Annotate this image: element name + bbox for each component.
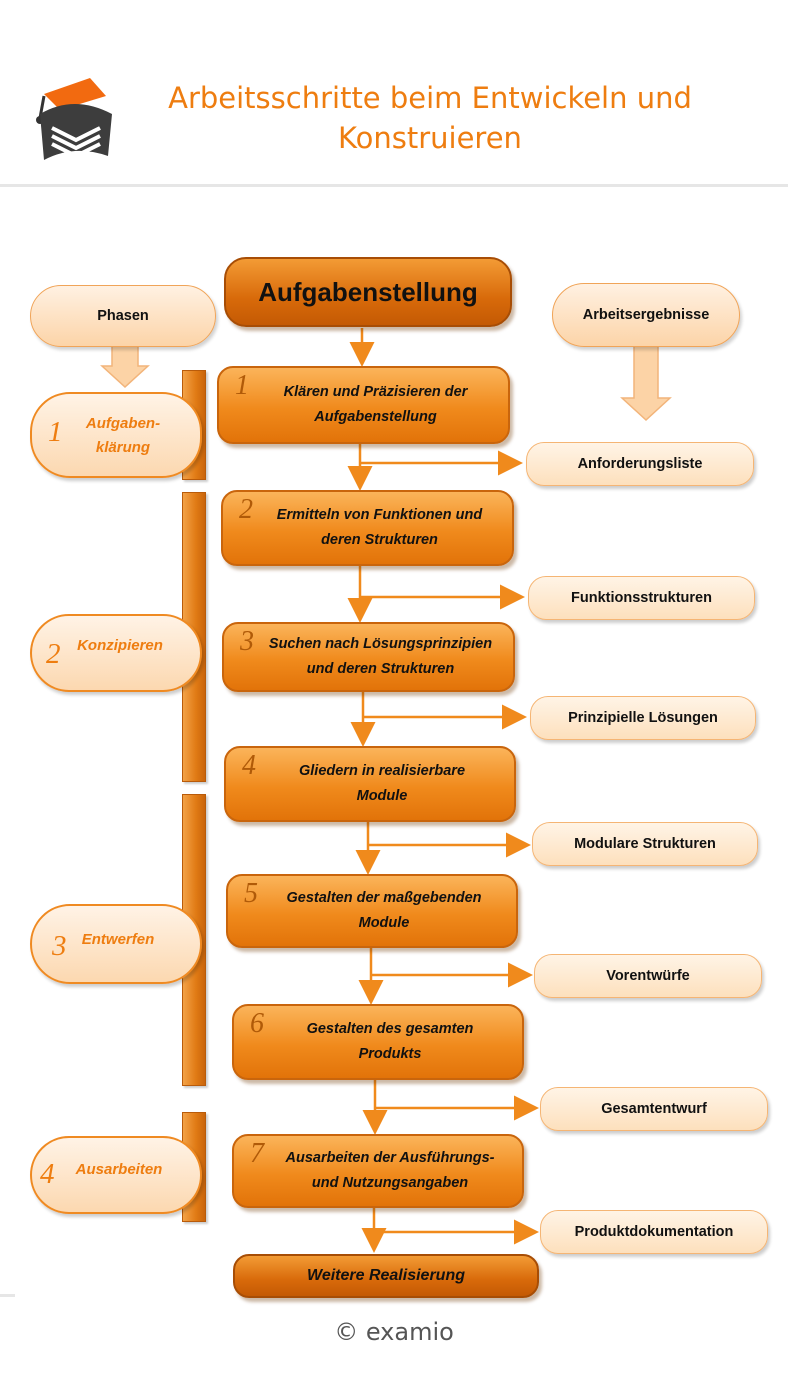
result-6: Gesamtentwurf xyxy=(540,1087,768,1131)
footer-divider xyxy=(0,1294,15,1297)
phase-1-aufgabenklaerung: 1 Aufgaben-klärung xyxy=(30,392,202,478)
phases-header: Phasen xyxy=(30,285,216,347)
result-1: Anforderungsliste xyxy=(526,442,754,486)
phase-3-entwerfen: 3 Entwerfen xyxy=(30,904,202,984)
header-divider xyxy=(0,184,788,187)
start-box: Aufgabenstellung xyxy=(224,257,512,327)
result-4: Modulare Strukturen xyxy=(532,822,758,866)
end-box: Weitere Realisierung xyxy=(233,1254,539,1298)
result-5: Vorentwürfe xyxy=(534,954,762,998)
logo-icon xyxy=(30,74,122,171)
result-7: Produktdokumentation xyxy=(540,1210,768,1254)
phase-2-konzipieren: 2 Konzipieren xyxy=(30,614,202,692)
results-header: Arbeitsergebnisse xyxy=(552,283,740,347)
phases-down-arrow xyxy=(100,341,150,389)
phase-4-ausarbeiten: 4 Ausarbeiten xyxy=(30,1136,202,1214)
result-3: Prinzipielle Lösungen xyxy=(530,696,756,740)
step-7: 7 Ausarbeiten der Ausführungs-und Nutzun… xyxy=(232,1134,524,1208)
results-down-arrow xyxy=(620,335,672,422)
result-2: Funktionsstrukturen xyxy=(528,576,755,620)
copyright: © examio xyxy=(334,1318,454,1346)
